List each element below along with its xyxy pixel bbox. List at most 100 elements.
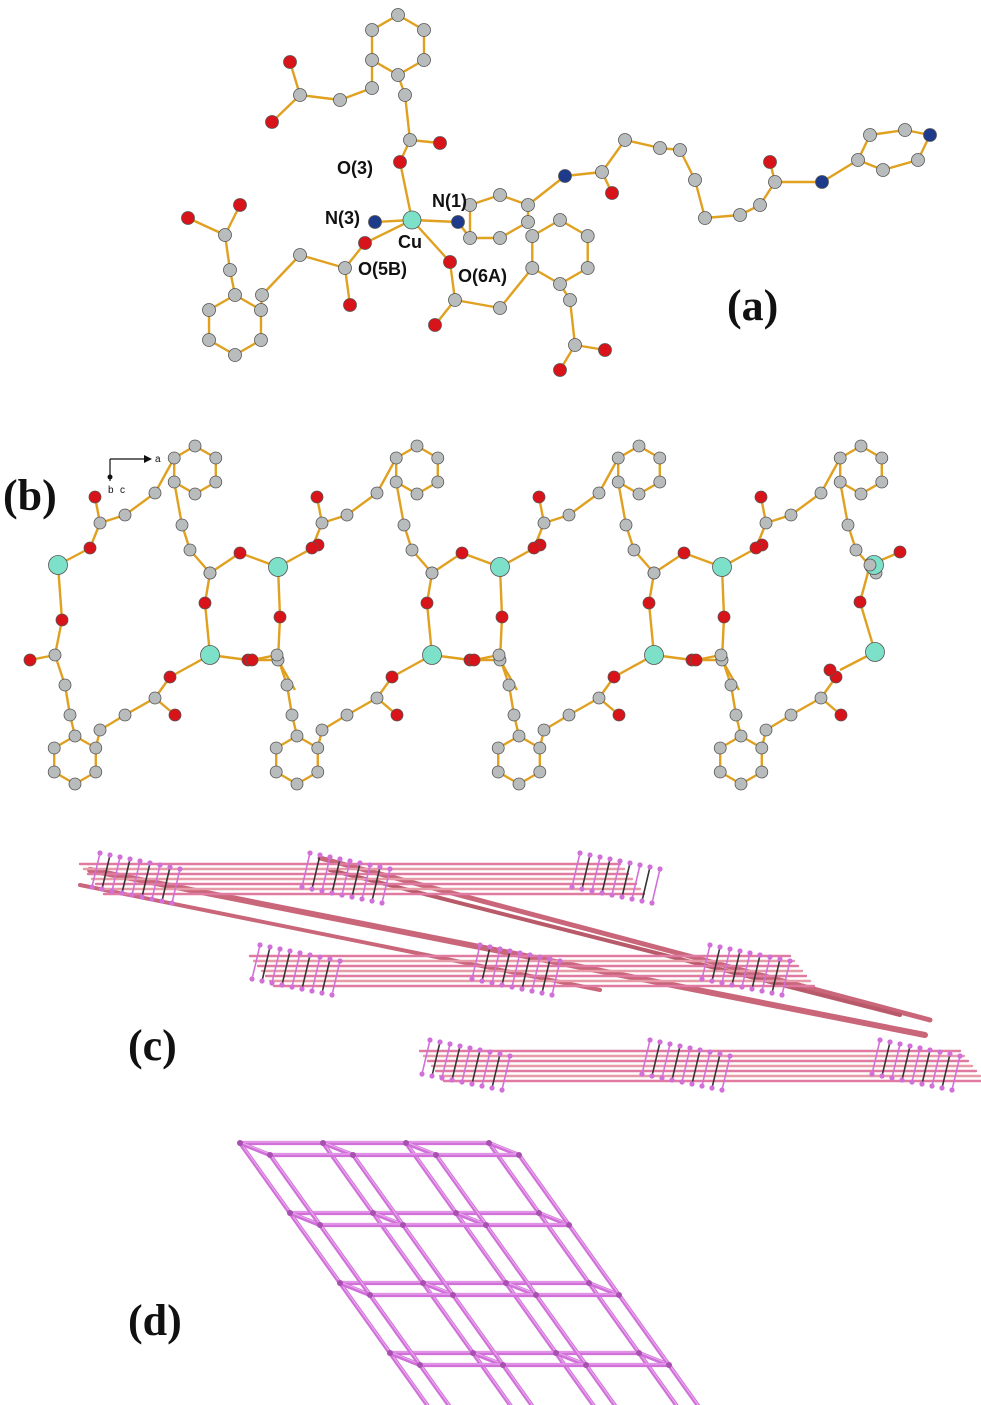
net-node bbox=[387, 1350, 393, 1356]
net-node bbox=[379, 900, 385, 906]
net-node bbox=[259, 978, 265, 984]
carbon-atom bbox=[876, 163, 890, 177]
net-rod-highlight bbox=[319, 1223, 371, 1295]
copper-atom bbox=[644, 645, 664, 665]
carbon-atom bbox=[673, 143, 687, 157]
carbon-atom bbox=[118, 508, 132, 522]
carbon-atom bbox=[188, 439, 202, 453]
net-node bbox=[157, 862, 163, 868]
net-rod bbox=[501, 1055, 511, 1091]
carbon-atom bbox=[632, 439, 646, 453]
copper-atom bbox=[268, 557, 288, 577]
net-node bbox=[869, 1071, 875, 1077]
net-node bbox=[666, 1362, 672, 1368]
net-node bbox=[350, 1152, 356, 1158]
oxygen-atom bbox=[717, 610, 731, 624]
net-node bbox=[897, 1041, 903, 1047]
net-rod bbox=[521, 954, 531, 990]
carbon-atom bbox=[167, 475, 181, 489]
net-node bbox=[667, 1041, 673, 1047]
bond bbox=[375, 457, 398, 494]
nitrogen-atom bbox=[368, 215, 382, 229]
net-node bbox=[699, 1083, 705, 1089]
net-rod bbox=[931, 1051, 941, 1087]
net-node bbox=[539, 990, 545, 996]
carbon-atom bbox=[311, 741, 325, 755]
net-rod bbox=[111, 856, 121, 892]
net-rod bbox=[281, 950, 291, 986]
carbon-atom bbox=[833, 475, 847, 489]
net-node bbox=[939, 1085, 945, 1091]
carbon-atom bbox=[833, 451, 847, 465]
axis-origin-dot bbox=[107, 474, 113, 480]
carbon-atom bbox=[759, 516, 773, 530]
oxygen-atom bbox=[310, 490, 324, 504]
carbon-atom bbox=[417, 23, 431, 37]
net-node bbox=[907, 1043, 913, 1049]
net-node bbox=[149, 896, 155, 902]
net-node bbox=[489, 980, 495, 986]
net-node bbox=[147, 860, 153, 866]
net-node bbox=[299, 986, 305, 992]
panel-c-layer-drawing bbox=[78, 850, 981, 1093]
net-rod bbox=[91, 852, 101, 888]
net-node bbox=[569, 884, 575, 890]
net-rod bbox=[951, 1055, 961, 1091]
carbon-atom bbox=[714, 648, 728, 662]
net-node bbox=[487, 1049, 493, 1055]
copper-atom bbox=[422, 645, 442, 665]
net-rod bbox=[621, 862, 631, 898]
net-rod bbox=[641, 866, 651, 902]
carbon-atom bbox=[619, 518, 633, 532]
net-rod bbox=[921, 1049, 931, 1085]
net-rod bbox=[541, 958, 551, 994]
net-rod-highlight bbox=[538, 1211, 570, 1225]
carbon-atom bbox=[611, 451, 625, 465]
carbon-atom bbox=[148, 691, 162, 705]
net-node bbox=[557, 958, 563, 964]
net-rod bbox=[237, 1140, 273, 1158]
net-node bbox=[727, 1053, 733, 1059]
net-node bbox=[619, 894, 625, 900]
carbon-atom bbox=[647, 566, 661, 580]
oxygen-atom bbox=[420, 596, 434, 610]
carbon-atom bbox=[698, 211, 712, 225]
net-node bbox=[299, 884, 305, 890]
net-rod bbox=[151, 864, 161, 900]
net-node bbox=[689, 1081, 695, 1087]
oxygen-atom bbox=[553, 363, 567, 377]
carbon-atom bbox=[68, 777, 82, 791]
net-node bbox=[487, 944, 493, 950]
net-node bbox=[139, 894, 145, 900]
oxygen-atom bbox=[893, 545, 907, 559]
net-rod bbox=[461, 1047, 471, 1083]
net-rod-highlight bbox=[422, 1281, 454, 1295]
net-node bbox=[707, 942, 713, 948]
net-node bbox=[707, 1049, 713, 1055]
net-rod-highlight bbox=[372, 1211, 404, 1225]
net-rod bbox=[601, 858, 611, 894]
carbon-atom bbox=[270, 648, 284, 662]
carbon-atom bbox=[562, 508, 576, 522]
carbon-atom bbox=[611, 475, 625, 489]
net-node bbox=[127, 856, 133, 862]
net-rod-highlight bbox=[505, 1281, 537, 1295]
carbon-atom bbox=[653, 451, 667, 465]
carbon-atom bbox=[851, 153, 865, 167]
net-node bbox=[329, 890, 335, 896]
net-node bbox=[479, 978, 485, 984]
carbon-atom bbox=[580, 229, 595, 243]
carbon-atom bbox=[814, 691, 828, 705]
oxygen-atom bbox=[527, 541, 541, 555]
net-node bbox=[587, 852, 593, 858]
copper-atom bbox=[490, 557, 510, 577]
net-node bbox=[337, 856, 343, 862]
axis-a-arrowhead bbox=[144, 455, 152, 463]
oxygen-atom bbox=[763, 155, 777, 169]
carbon-atom bbox=[854, 439, 868, 453]
carbon-atom bbox=[521, 198, 535, 212]
oxygen-atom bbox=[605, 186, 619, 200]
net-node bbox=[879, 1073, 885, 1079]
panel-d-label: (d) bbox=[128, 1296, 182, 1345]
net-rod bbox=[287, 1210, 323, 1228]
